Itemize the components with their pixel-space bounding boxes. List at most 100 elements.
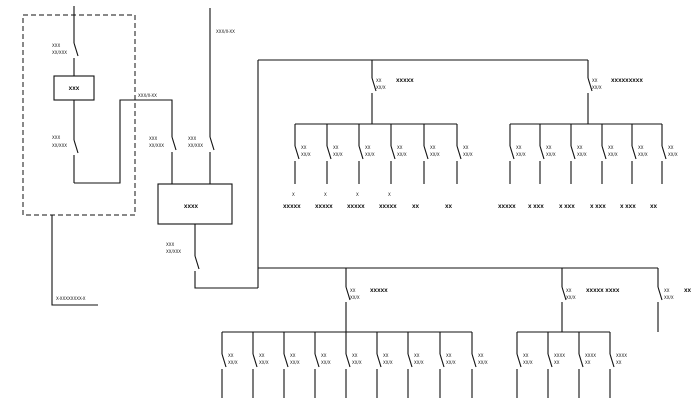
- lower-branch-1-feeder-8-breaker-contact[interactable]: [439, 353, 445, 368]
- lower-branch-1-feeder-3-trip: XX/X: [290, 360, 300, 365]
- upper-branch-2-feeder-2-rating: XX: [546, 145, 552, 150]
- lower-branch-3-label: XX: [684, 288, 692, 294]
- upper-branch-1-feeder-5-load: XX: [412, 204, 420, 210]
- tie-label: XXX/X-XX: [138, 93, 157, 98]
- lower-branch-1-feeder-1-trip: XX/X: [228, 360, 238, 365]
- lower-branch-1-feeder-6-breaker-contact[interactable]: [376, 353, 382, 368]
- lower-branch-2-feeder-1-breaker-contact[interactable]: [516, 353, 522, 368]
- lower-branch-1-feeder-4-breaker-contact[interactable]: [314, 353, 320, 368]
- lower-branch-2-breaker-contact[interactable]: [561, 286, 567, 301]
- ats-box-label: XXXX: [184, 204, 199, 210]
- lower-branch-1-breaker-contact[interactable]: [345, 286, 351, 301]
- upper-branch-2-label: XXXXXXXXX: [611, 78, 643, 84]
- upper-branch-1-feeder-4-trip: XX/X: [397, 152, 407, 157]
- upper-branch-2-feeder-2-breaker-contact[interactable]: [539, 145, 545, 160]
- lower-branch-1-feeder-2-breaker-contact[interactable]: [252, 353, 258, 368]
- ats-breaker-b-trip: XX/XXX: [188, 143, 203, 148]
- ats-breaker-b-contact[interactable]: [209, 136, 215, 151]
- upper-branch-1-feeder-6-trip: XX/X: [463, 152, 473, 157]
- upper-branch-1-feeder-1-code: X: [292, 192, 295, 197]
- upper-branch-2-feeder-5-breaker-contact[interactable]: [631, 145, 637, 160]
- ats-output-breaker-contact[interactable]: [194, 255, 200, 270]
- lower-branch-1-feeder-4-trip: XX/X: [321, 360, 331, 365]
- ats-box[interactable]: [157, 183, 233, 225]
- lower-branch-2-feeder-3-trip: XX: [585, 360, 591, 365]
- upper-branch-2-feeder-2-load: X XXX: [528, 204, 544, 210]
- lower-branch-1-feeder-5-trip: XX/X: [352, 360, 362, 365]
- lower-branch-1-feeder-5-breaker-contact[interactable]: [345, 353, 351, 368]
- upper-branch-1-feeder-3-breaker-contact[interactable]: [358, 145, 364, 160]
- panel-top-breaker-contact[interactable]: [73, 42, 79, 57]
- upper-branch-2-breaker-rating: XX: [592, 78, 598, 83]
- panel-bottom-breaker-trip: XX/XXX: [52, 143, 67, 148]
- panel-bottom-breaker-contact[interactable]: [73, 139, 79, 154]
- upper-branch-1-feeder-6-rating: XX: [463, 145, 469, 150]
- upper-branch-1-feeder-2-rating: XX: [333, 145, 339, 150]
- upper-branch-1-feeder-1-trip: XX/X: [301, 152, 311, 157]
- upper-branch-1-breaker-contact[interactable]: [371, 77, 377, 92]
- upper-branch-2-feeder-6-trip: XX/X: [668, 152, 678, 157]
- lower-branch-1-feeder-7-breaker-contact[interactable]: [407, 353, 413, 368]
- ats-breaker-b-rating: XXX: [188, 136, 196, 141]
- upper-branch-1-feeder-6-breaker-contact[interactable]: [456, 145, 462, 160]
- ats-breaker-a-contact[interactable]: [171, 136, 177, 151]
- ats-output-breaker-trip: XX/XXX: [166, 249, 181, 254]
- upper-branch-1-feeder-4-load: XXXXX: [379, 204, 397, 210]
- lower-branch-2-breaker-rating: XX: [566, 288, 572, 293]
- lower-branch-3-breaker-trip: XX/X: [664, 295, 674, 300]
- lower-branch-1: XX XX/X XXXXX XXXX/XXXXX/XXXXX/XXXXX/XXX…: [221, 268, 488, 398]
- lower-branch-3: XX XX/X XX: [657, 268, 692, 332]
- upper-branch-2-breaker-trip: XX/X: [592, 85, 602, 90]
- lower-branch-2-feeder-4-trip: XX: [616, 360, 622, 365]
- upper-branch-1-feeder-2-code: X: [324, 192, 327, 197]
- lower-branch-2-feeder-1-trip: XX/X: [523, 360, 533, 365]
- upper-branch-1-feeder-1-breaker-contact[interactable]: [294, 145, 300, 160]
- tie-line: [74, 99, 173, 184]
- lower-branch-2-breaker-trip: XX/X: [566, 295, 576, 300]
- lower-branch-3-breaker-rating: XX: [664, 288, 670, 293]
- lower-branch-1-feeder-8-rating: XX: [446, 353, 452, 358]
- upper-branch-1-feeder-2-load: XXXXX: [315, 204, 333, 210]
- lower-branch-1-feeder-6-rating: XX: [383, 353, 389, 358]
- upper-branch-1-feeder-5-breaker-contact[interactable]: [423, 145, 429, 160]
- upper-branch-1-feeder-3-rating: XX: [365, 145, 371, 150]
- upper-branch-1-feeder-5-trip: XX/X: [430, 152, 440, 157]
- lower-branch-3-breaker-contact[interactable]: [657, 286, 663, 301]
- lower-branch-1-feeder-8-trip: XX/X: [446, 360, 456, 365]
- upper-branch-1-feeder-3-code: X: [356, 192, 359, 197]
- lower-branch-2-feeder-3-breaker-contact[interactable]: [578, 353, 584, 368]
- upper-branch-1-feeder-4-breaker-contact[interactable]: [390, 145, 396, 160]
- lower-branch-1-breaker-trip: XX/X: [350, 295, 360, 300]
- upper-branch-1-feeder-4-rating: XX: [397, 145, 403, 150]
- lower-branch-1-feeder-2-trip: XX/X: [259, 360, 269, 365]
- lower-branch-1-feeder-1-breaker-contact[interactable]: [221, 353, 227, 368]
- lower-branch-1-feeder-9-trip: XX/X: [478, 360, 488, 365]
- lower-branch-2-feeder-2-rating: XXXX: [554, 353, 565, 358]
- upper-branch-2-feeder-3-trip: XX/X: [577, 152, 587, 157]
- upper-branch-1-feeder-2-breaker-contact[interactable]: [326, 145, 332, 160]
- upper-branch-2-feeder-6-rating: XX: [668, 145, 674, 150]
- lower-branch-1-feeder-4-rating: XX: [321, 353, 327, 358]
- upper-branch-2-feeder-1-trip: XX/X: [516, 152, 526, 157]
- lower-branch-1-feeder-3-breaker-contact[interactable]: [283, 353, 289, 368]
- meter-box[interactable]: [53, 75, 95, 101]
- lower-branch-2-feeder-1-rating: XX: [523, 353, 529, 358]
- upper-branch-2-feeder-5-trip: XX/X: [638, 152, 648, 157]
- lower-branch-1-feeder-9-breaker-contact[interactable]: [471, 353, 477, 368]
- upper-branch-2-feeder-4-breaker-contact[interactable]: [601, 145, 607, 160]
- upper-branch-2-breaker-contact[interactable]: [587, 77, 593, 92]
- upper-branch-1-label: XXXXX: [396, 78, 414, 84]
- lower-branch-2-feeder-2-breaker-contact[interactable]: [547, 353, 553, 368]
- metering-panel-boundary: [22, 14, 136, 216]
- upper-branch-2-feeder-6-breaker-contact[interactable]: [661, 145, 667, 160]
- upper-branch-2-feeder-3-breaker-contact[interactable]: [570, 145, 576, 160]
- lower-branch-1-feeder-3-rating: XX: [290, 353, 296, 358]
- upper-branch-2-feeder-1-breaker-contact[interactable]: [509, 145, 515, 160]
- upper-branch-2-feeder-4-trip: XX/X: [608, 152, 618, 157]
- upper-branch-1-feeder-3-load: XXXXX: [347, 204, 365, 210]
- upper-branch-2-feeder-5-rating: XX: [638, 145, 644, 150]
- lower-branch-2-label: XXXXX XXXX: [586, 288, 620, 294]
- lower-branch-2-feeder-4-breaker-contact[interactable]: [609, 353, 615, 368]
- panel-top-breaker-rating: XXX: [52, 43, 60, 48]
